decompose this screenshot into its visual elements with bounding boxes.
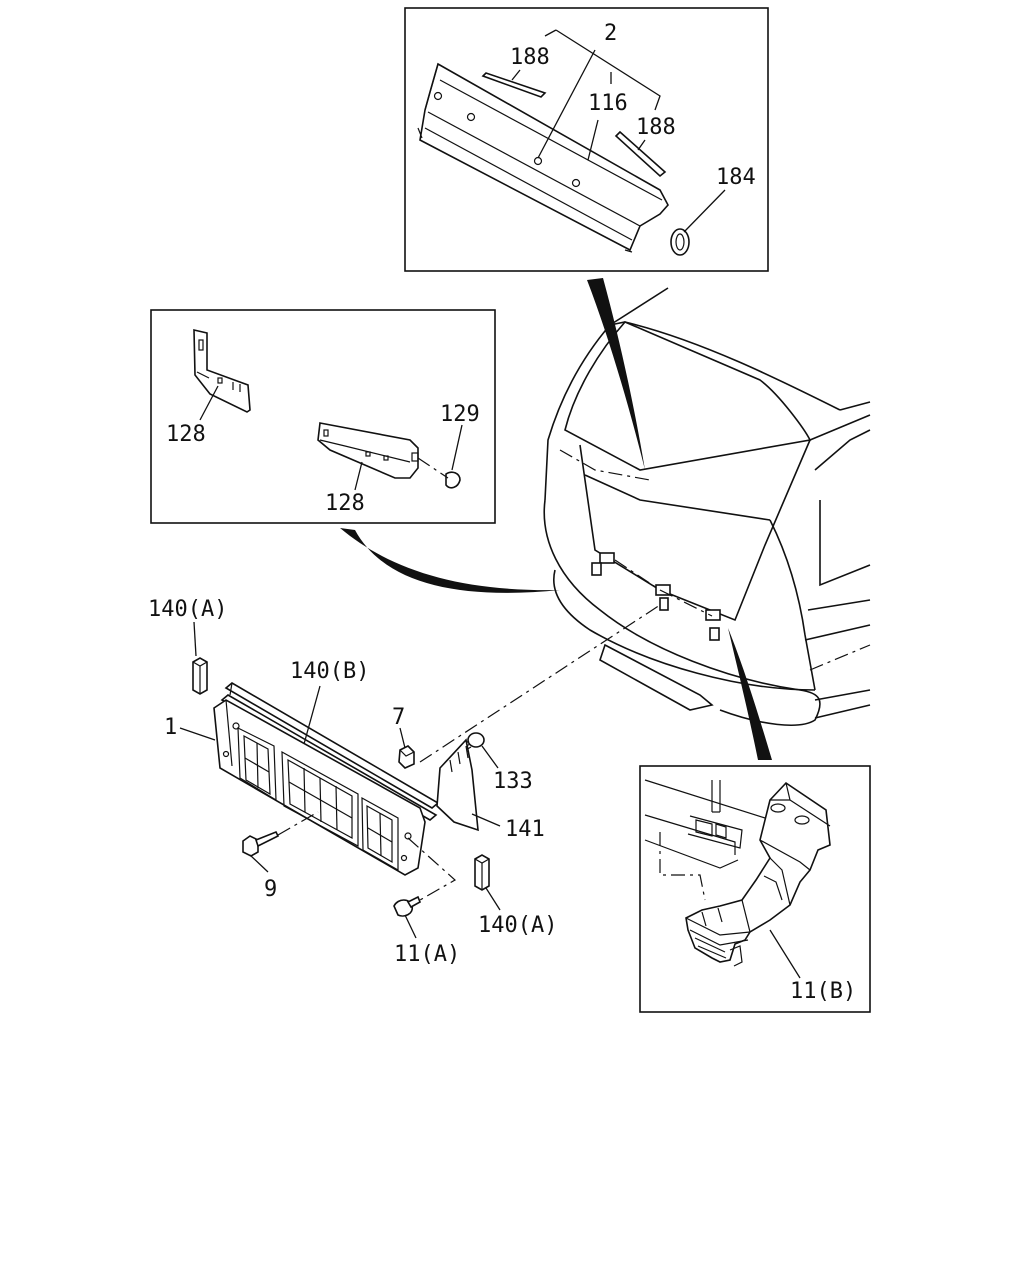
callout-129: 129: [440, 402, 480, 427]
callout-9: 9: [264, 877, 277, 902]
callout-116: 116: [588, 91, 628, 116]
callout-184: 184: [716, 165, 756, 190]
callout-140b: 140(B): [290, 659, 369, 684]
inset-clip-detail: 11(B): [639, 765, 871, 1013]
inset-pointers: [340, 278, 772, 760]
callout-11a: 11(A): [394, 942, 460, 967]
callout-133: 133: [493, 769, 533, 794]
inset-trim-panel: 2 188 116 188 184: [404, 7, 769, 272]
callout-141: 141: [505, 817, 545, 842]
callout-188-upper: 188: [510, 45, 550, 70]
callout-128-vertical: 128: [166, 422, 206, 447]
callout-11b: 11(B): [790, 979, 856, 1004]
garnish-assembly: 140(A) 140(B) 1 7 133 141 9 11(A) 140(A): [148, 597, 661, 967]
callout-2: 2: [604, 21, 617, 46]
callout-7: 7: [392, 705, 405, 730]
vehicle-rear-view: [543, 287, 871, 726]
callout-1: 1: [164, 715, 177, 740]
callout-128-horizontal: 128: [325, 491, 365, 516]
inset-brackets: 128 129 128: [150, 309, 496, 524]
callout-140a-top: 140(A): [148, 597, 227, 622]
callout-188-lower: 188: [636, 115, 676, 140]
callout-140a-bottom: 140(A): [478, 913, 557, 938]
